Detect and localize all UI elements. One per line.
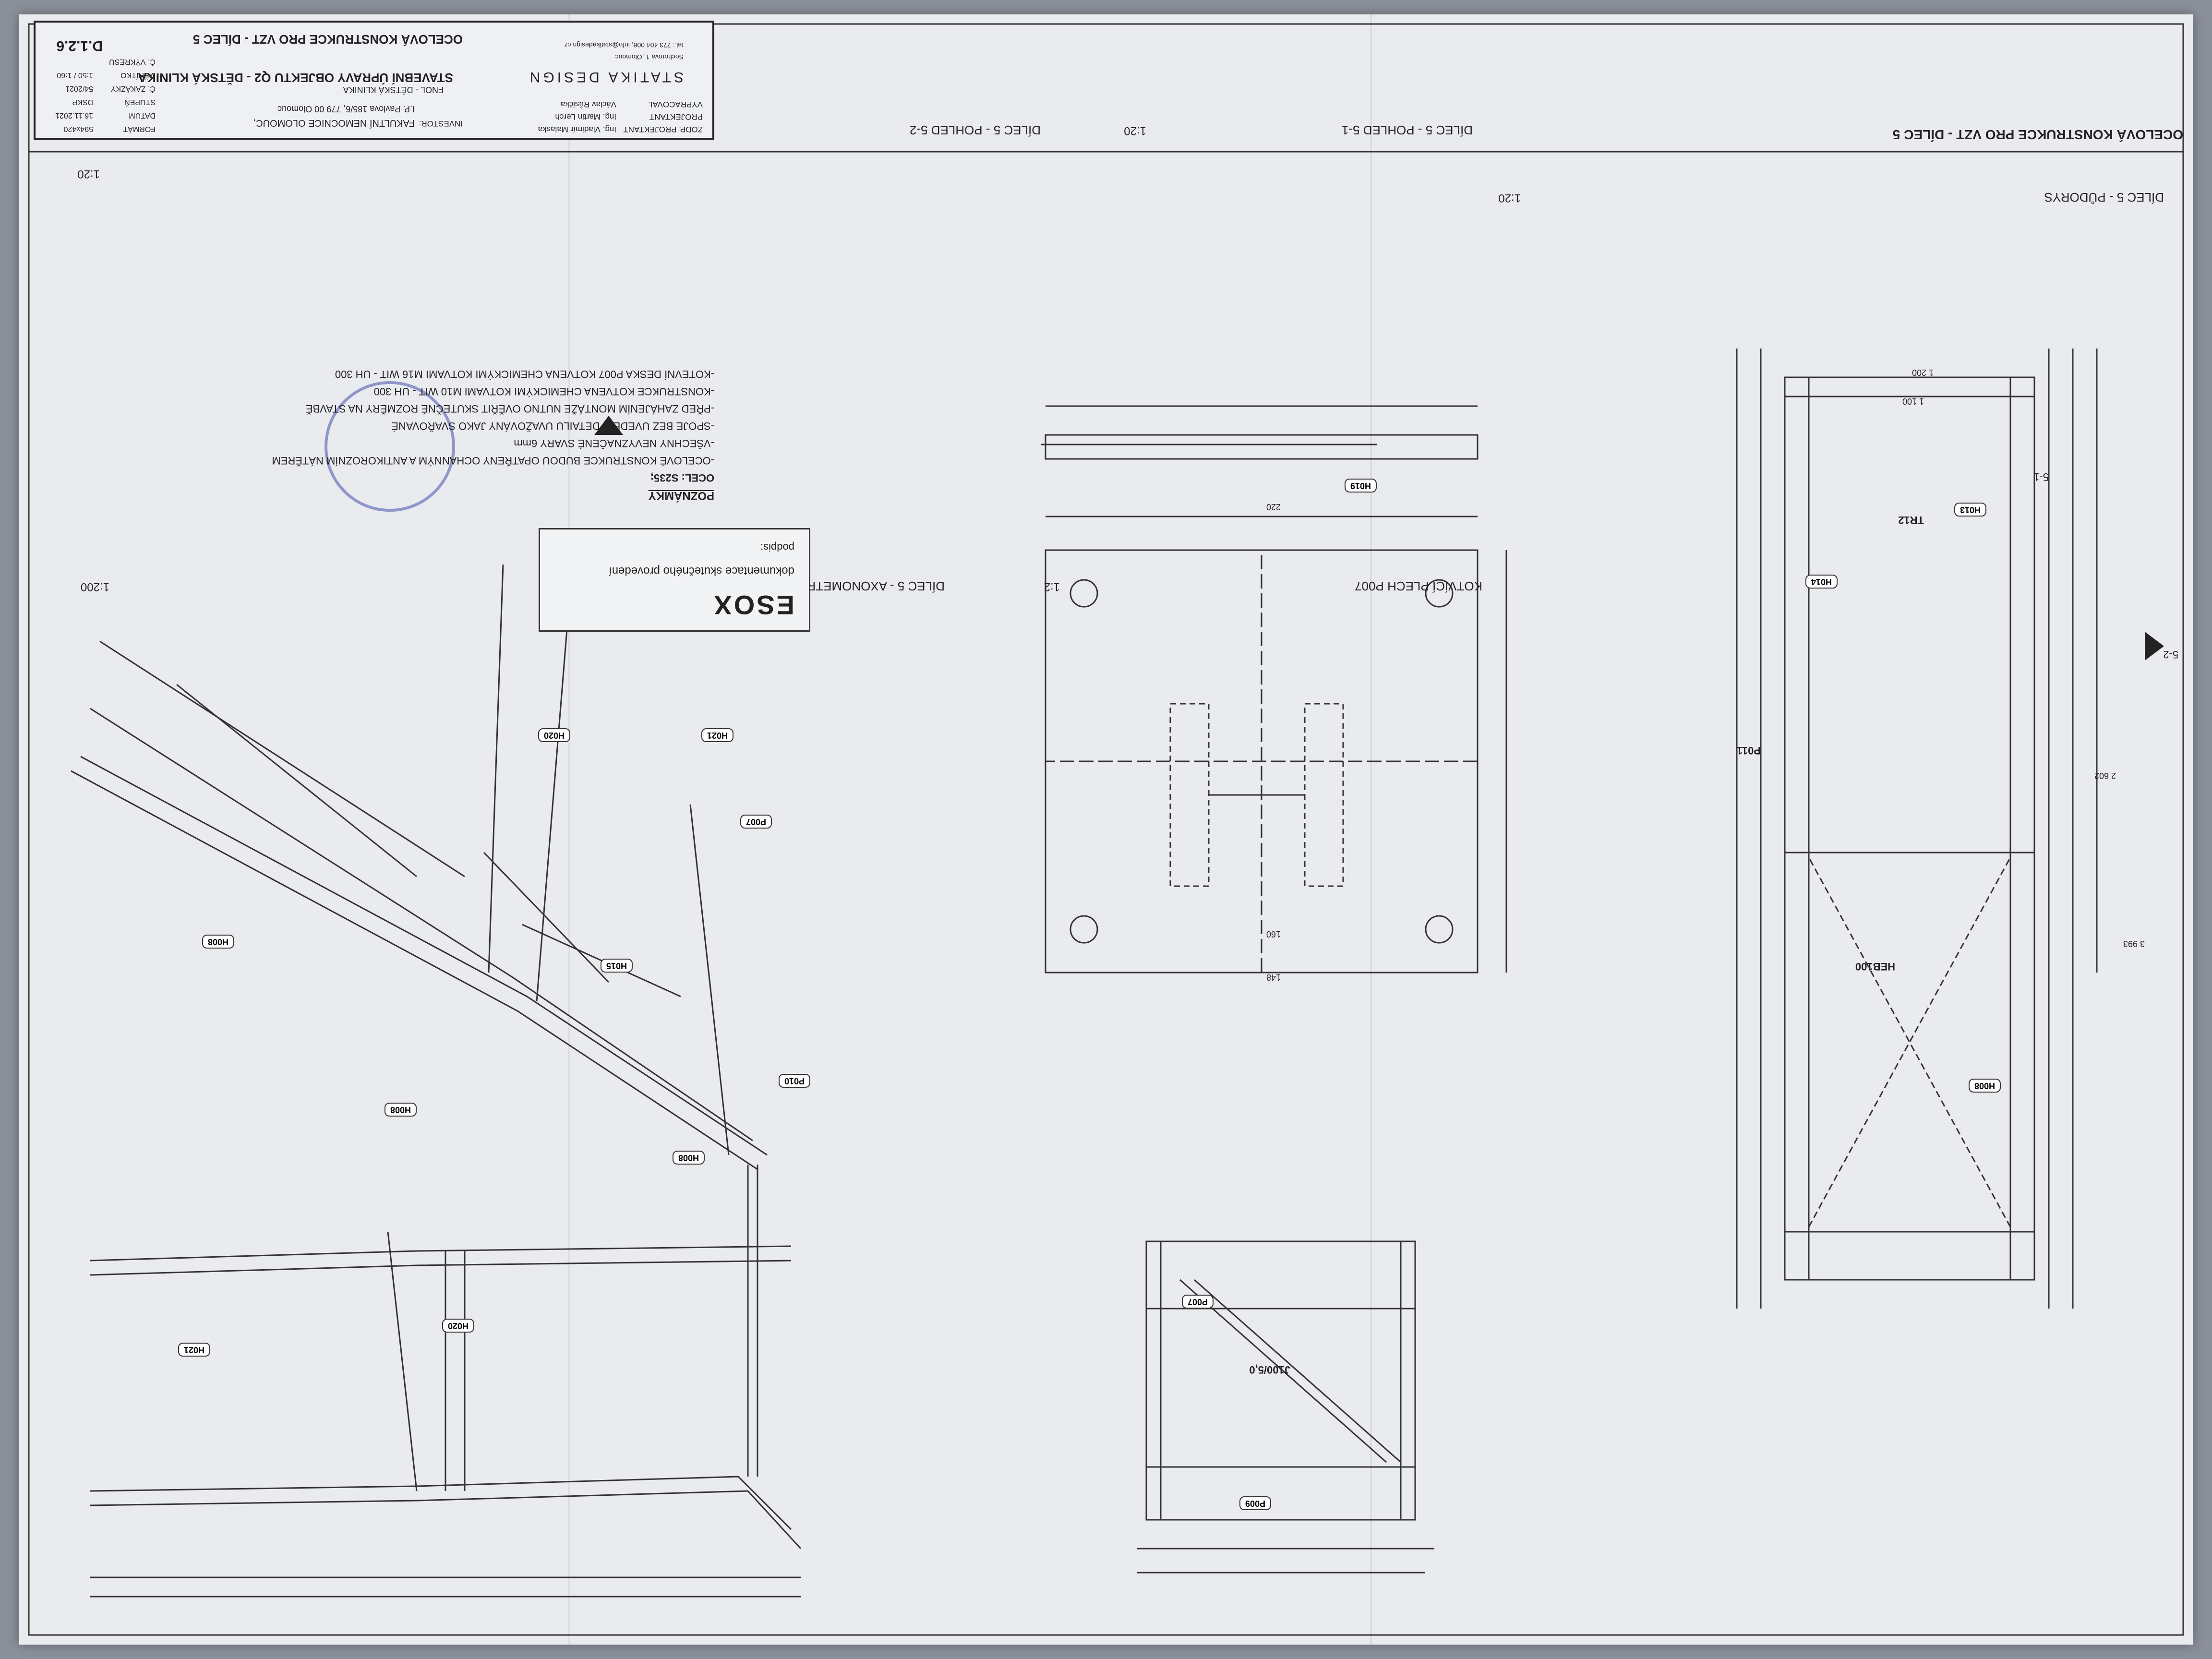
member-tag: P007 [1181, 1295, 1214, 1309]
tb-date: 16.11.2021 [55, 111, 93, 120]
section-mark-5-1: 5-1 [2033, 471, 2049, 483]
tb-investor: FAKULTNÍ NEMOCNICE OLOMOUC, [253, 118, 415, 128]
dimension-label: 1 100 [1902, 397, 1924, 406]
company-contact: tel.: 773 404 006, info@statikadesign.cz [564, 41, 684, 49]
dimension-label: 148 [1266, 973, 1281, 982]
member-tag: H015 [600, 959, 633, 973]
dimension-label: 3 993 [2123, 939, 2145, 949]
member-tag: H019 [1344, 479, 1377, 493]
title-block: ZODP. PROJEKTANT PROJEKTANT VYPRACOVAL I… [34, 21, 714, 140]
tb-subproject: FNOL - DĚTSKÁ KLINIKA [343, 85, 444, 95]
member-label: HEB100 [1855, 961, 1895, 973]
tb-drawing-number: D.1.2.6 [56, 38, 103, 54]
note-item: -OCELOVÉ KONSTRUKCE BUDOU OPATŘENY OCHAN… [272, 455, 714, 467]
member-tag: H014 [1805, 575, 1838, 589]
notes-heading: POZNÁMKY [648, 489, 714, 502]
view1-scale: 1:20 [1124, 124, 1146, 137]
tb-stage-label: STUPEŇ [124, 98, 156, 106]
dimension-label: 2 602 [2094, 771, 2116, 781]
axo-label: DÍLEC 5 - AXONOMETRIE [794, 579, 945, 593]
esox-line2: podpis: [760, 541, 794, 553]
view1-label: DÍLEC 5 - POHLED 5-1 [1341, 123, 1473, 137]
view2-scale: 1:20 [77, 168, 100, 180]
note-item: -KOTEVNÍ DESKA P007 KOTVENA CHEMICKÝMI K… [335, 368, 714, 380]
tb-order: 54/2021 [65, 84, 93, 93]
plate-view [1045, 405, 1507, 974]
member-label: P011 [1736, 745, 1761, 757]
tb-drawing-label: Č. VÝKRESU [109, 58, 156, 66]
dimension-label: 160 [1266, 929, 1281, 939]
member-tag: H020 [442, 1319, 474, 1333]
tb-scale-label: MĚŘÍTKO [120, 71, 156, 79]
tb-zodp-label: ZODP. PROJEKTANT [623, 125, 703, 134]
note-item: -VŠECHNY NEVYZNAČENÉ SVARY 6mm [514, 437, 714, 449]
drawing-lines [28, 23, 2184, 1636]
notes-section: POZNÁMKY OCEL: S235; -OCELOVÉ KONSTRUKCE… [42, 363, 714, 507]
view-5-1 [1137, 1240, 1434, 1574]
member-label: J100/5,0 [1249, 1364, 1290, 1376]
member-tag: H020 [538, 728, 570, 742]
plate-scale: 1:2 [1044, 580, 1060, 593]
member-tag: H013 [1954, 503, 1986, 517]
plan-view-scale: 1:20 [1498, 192, 1521, 204]
tb-investor-address: I.P. Pavlova 185/6, 779 00 Olomouc [277, 104, 415, 114]
member-tag: H008 [384, 1103, 417, 1117]
tb-project: STAVEBNÍ ÚPRAVY OBJEKTU Q2 - DĚTSKÁ KLIN… [138, 71, 453, 85]
plan-view-label: DÍLEC 5 - PŮDORYS [2044, 190, 2164, 204]
tb-header: OCELOVÁ KONSTRUKCE PRO VZT - DÍLEC 5 [193, 32, 463, 47]
company-logo: STATIKA DESIGN [527, 69, 684, 85]
company-address: Sochorova 1, Olomouc [615, 53, 684, 61]
tb-investor-label: INVESTOR: [419, 119, 463, 128]
tb-scale: 1:50 / 1:60 [57, 71, 93, 79]
sheet-footer-title: OCELOVÁ KONSTRUKCE PRO VZT - DÍLEC 5 [1892, 127, 2183, 142]
plate-label: KOTVÍCÍ PLECH P007 [1355, 579, 1482, 593]
member-tag: P007 [740, 815, 772, 829]
member-label: TR12 [1898, 514, 1924, 526]
section-mark-5-2: 5-2 [2163, 649, 2178, 661]
drawing-paper: OCELOVÁ KONSTRUKCE PRO VZT - DÍLEC 5 DÍL… [19, 14, 2193, 1645]
view-5-2 [90, 1165, 802, 1598]
axonometric-view [71, 564, 768, 1170]
member-tag: P009 [1239, 1496, 1271, 1510]
member-tag: P010 [778, 1074, 810, 1088]
view2-label: DÍLEC 5 - POHLED 5-2 [909, 123, 1041, 137]
note-item: -KONSTRUKCE KOTVENA CHEMICKÝMI KOTVAMI M… [373, 385, 714, 397]
tb-order-label: Č. ZAKÁZKY [110, 84, 156, 93]
notes-steel: OCEL: S235; [650, 472, 714, 484]
as-built-stamp-box: ESOX dokumentace skutečného provedení po… [539, 528, 810, 632]
tb-drawn: Václav Růsička [560, 100, 616, 109]
plan-view [1736, 349, 2098, 1309]
esox-line1: dokumentace skutečného provedení [609, 565, 794, 577]
tb-format-label: FORMÁT [123, 125, 156, 133]
member-tag: H021 [178, 1343, 210, 1357]
tb-zodp: Ing. Vladimír Malaska [538, 125, 616, 134]
esox-logo: ESOX [712, 590, 794, 620]
tb-designer-label: PROJEKTANT [649, 112, 703, 121]
dimension-label: 220 [1266, 502, 1281, 512]
tb-designer: Ing. Martin Lerch [555, 112, 616, 121]
tb-stage: DSKP [72, 98, 93, 106]
tb-date-label: DATUM [129, 111, 156, 120]
member-tag: H008 [1968, 1079, 2001, 1093]
member-tag: H008 [672, 1151, 705, 1165]
tb-format: 594x420 [63, 125, 93, 133]
drawing-sheet: OCELOVÁ KONSTRUKCE PRO VZT - DÍLEC 5 DÍL… [19, 14, 2193, 1645]
dimension-label: 1 200 [1911, 368, 1934, 377]
axo-scale: 1:200 [80, 580, 109, 593]
member-tag: H008 [202, 935, 234, 949]
note-item: -SPOJE BEZ UVEDENÍ DETAILU UVAŽOVÁNY JAK… [391, 420, 714, 432]
tb-drawn-label: VYPRACOVAL [648, 100, 703, 109]
note-item: -PŘED ZAHÁJENÍM MONTÁŽE NUTNO OVĚŘIT SKU… [305, 403, 714, 415]
member-tag: H021 [701, 728, 733, 742]
